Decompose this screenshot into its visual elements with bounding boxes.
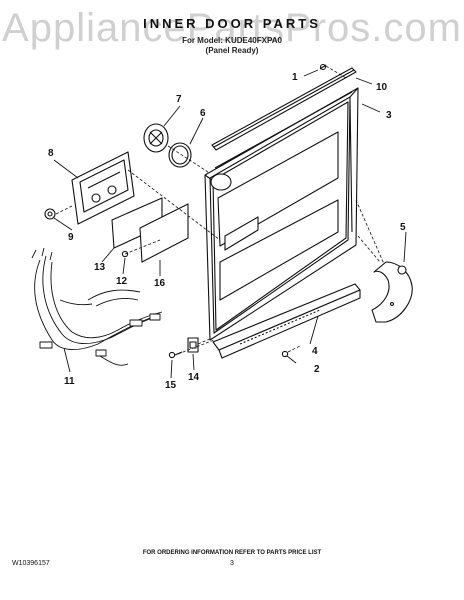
callout-3: 3 [386, 110, 392, 121]
callout-16: 16 [154, 278, 166, 289]
ordering-note: FOR ORDERING INFORMATION REFER TO PARTS … [142, 550, 322, 556]
hinge-bracket [371, 261, 413, 323]
document-id: W10396157 [12, 560, 50, 567]
vent-gasket [168, 142, 192, 168]
callout-1: 1 [292, 72, 298, 83]
wiring-harness [31, 247, 163, 366]
screw-part-2 [281, 350, 289, 358]
panel-line: (Panel Ready) [205, 46, 259, 55]
inner-door-panel [204, 87, 359, 341]
diagram-title: INNER DOOR PARTS [143, 16, 321, 31]
bottom-trim-strip [212, 283, 361, 359]
callout-leaders [53, 69, 407, 379]
top-seal-strip [211, 67, 357, 151]
screw-part-1 [319, 63, 327, 71]
callout-5: 5 [400, 222, 406, 233]
callout-9: 9 [68, 232, 74, 243]
callout-11: 11 [64, 376, 75, 387]
callout-7: 7 [176, 94, 182, 105]
callout-15: 15 [165, 380, 177, 391]
control-module [71, 151, 135, 225]
callout-4: 4 [312, 346, 318, 357]
page-number: 3 [230, 560, 234, 567]
callout-6: 6 [200, 108, 206, 119]
model-line: For Model: KUDE40FXPA0 [182, 36, 282, 45]
panel-part-16 [139, 203, 189, 263]
nut-part-9 [44, 208, 56, 220]
callout-13: 13 [94, 262, 106, 273]
callout-2: 2 [314, 364, 320, 375]
callout-14: 14 [188, 372, 200, 383]
callout-8: 8 [48, 148, 54, 159]
callout-12: 12 [116, 276, 128, 287]
vent-cover [143, 123, 169, 153]
explosion-lines [55, 65, 385, 355]
callout-10: 10 [376, 82, 388, 93]
